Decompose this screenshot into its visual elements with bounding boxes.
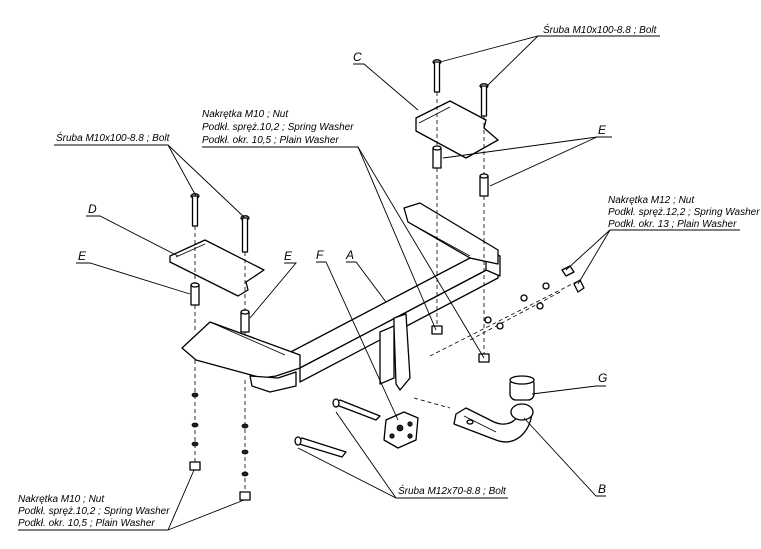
- part-letter-d: D: [88, 202, 97, 216]
- m10-nuts-center: [431, 215, 490, 363]
- part-letter-a: A: [345, 248, 354, 262]
- m12-nut-set: [429, 265, 585, 357]
- bolt-m12-upper: [332, 398, 381, 421]
- label-nut-m12-2: Podkł. spręż.12,2 ; Spring Washer: [608, 207, 760, 218]
- part-letter-e-right: E: [598, 123, 607, 137]
- tow-ball-g: [509, 375, 535, 421]
- leader-lines: [18, 35, 740, 531]
- part-letter-b: B: [598, 482, 606, 496]
- part-letter-c: C: [353, 50, 362, 64]
- label-nut-m12-3: Podkł. okr. 13 ; Plain Washer: [608, 219, 737, 230]
- part-letter-f: F: [316, 248, 324, 262]
- label-bolt-top: Śruba M10x100-8.8 ; Bolt: [543, 23, 658, 36]
- label-bolt-left: Śruba M10x100-8.8 ; Bolt: [56, 131, 171, 144]
- spacer-e-d1: [190, 282, 200, 330]
- flange-f: [383, 411, 419, 449]
- plate-c: [415, 100, 499, 159]
- align-line-f: [413, 397, 451, 409]
- m10-nuts-left: [189, 360, 251, 501]
- label-nut-m10-top-2: Podkł. spręż.10,2 ; Spring Washer: [202, 122, 354, 133]
- part-letter-e-mid: E: [284, 249, 293, 263]
- crossbeam-a: [181, 202, 501, 393]
- label-nut-m10-top-1: Nakrętka M10 ; Nut: [202, 109, 289, 120]
- plate-d: [169, 239, 265, 297]
- bolt-c-right: [479, 83, 489, 176]
- spacer-e-c2: [479, 173, 489, 240]
- spacer-e-c1: [432, 145, 442, 215]
- label-bolt-bottom: Śruba M12x70-8.8 ; Bolt: [398, 484, 507, 497]
- part-letter-g: G: [598, 371, 607, 385]
- bolt-m12-lower: [294, 436, 347, 458]
- label-nut-m10-bottom-3: Podkł. okr. 10,5 ; Plain Washer: [18, 518, 155, 529]
- label-nut-m10-bottom-2: Podkł. spręż.10,2 ; Spring Washer: [18, 506, 170, 517]
- part-letter-e-left: E: [78, 249, 87, 263]
- label-nut-m10-top-3: Podkł. okr. 10,5 ; Plain Washer: [202, 135, 339, 146]
- label-nut-m10-bottom-1: Nakrętka M10 ; Nut: [18, 494, 105, 505]
- label-nut-m12-1: Nakrętka M12 ; Nut: [608, 195, 695, 206]
